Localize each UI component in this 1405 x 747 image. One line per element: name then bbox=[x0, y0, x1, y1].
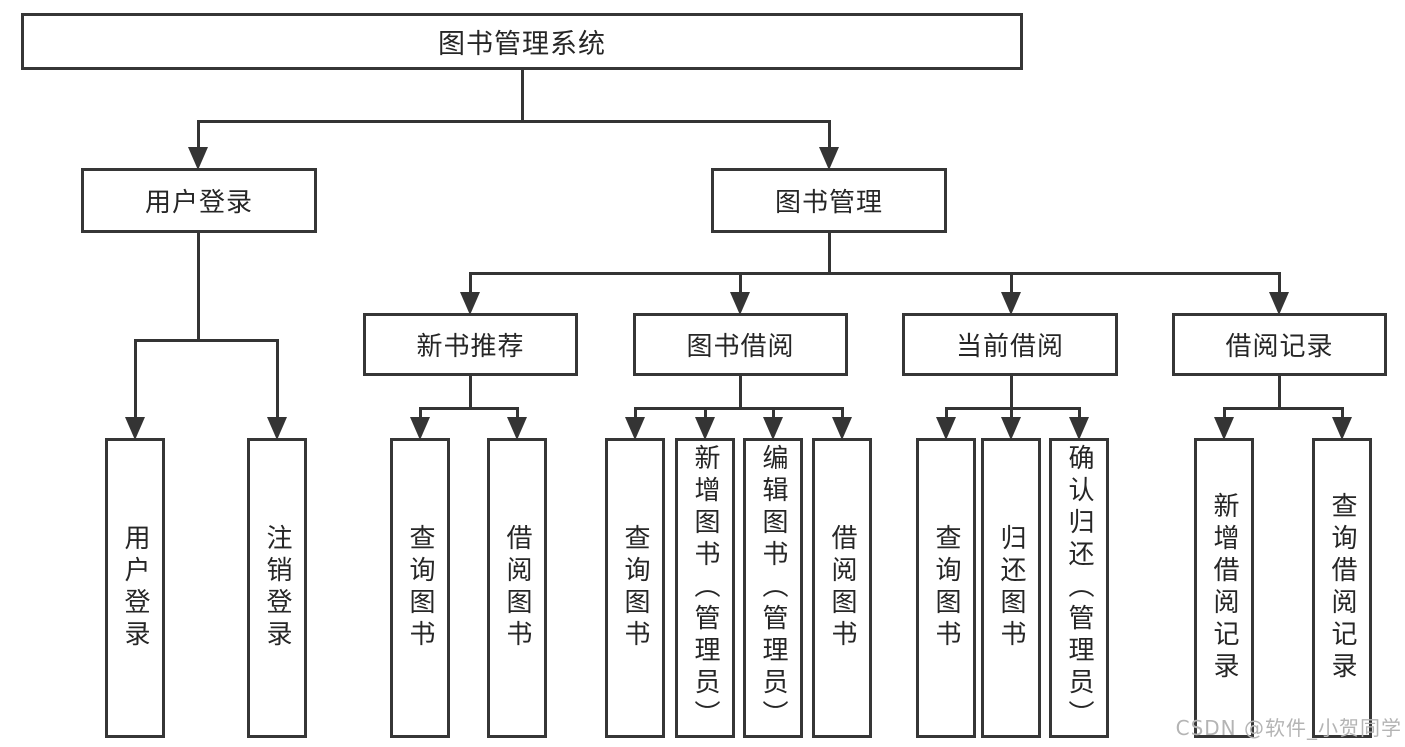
connector-line bbox=[827, 120, 831, 148]
connector-line bbox=[944, 407, 1081, 410]
arrow-down-icon bbox=[1332, 417, 1352, 440]
connector-line bbox=[944, 407, 948, 419]
watermark: CSDN @软件_小贺同学 bbox=[1175, 716, 1402, 740]
leaf-borrow-borrow-label: 借阅图书 bbox=[827, 524, 857, 652]
leaf-borrow-add-admin-label: 新增图书（管理员） bbox=[690, 444, 720, 732]
leaf-current-confirm-admin: 确认归还（管理员） bbox=[1049, 438, 1109, 738]
connector-line bbox=[418, 407, 519, 410]
leaf-borrow-query-label: 查询图书 bbox=[620, 524, 650, 652]
arrow-down-icon bbox=[730, 292, 750, 315]
connector-line bbox=[738, 376, 742, 410]
connector-line bbox=[520, 70, 524, 122]
arrow-down-icon bbox=[1269, 292, 1289, 315]
connector-line bbox=[196, 120, 200, 148]
arrow-down-icon bbox=[832, 417, 852, 440]
connector-line bbox=[468, 272, 472, 293]
node-book-management-group: 图书管理 bbox=[711, 168, 947, 233]
leaf-user-login-label: 用户登录 bbox=[120, 524, 150, 652]
connector-line bbox=[133, 339, 279, 342]
connector-line bbox=[738, 272, 742, 293]
connector-line bbox=[703, 407, 707, 419]
connector-line bbox=[633, 407, 844, 410]
connector-line bbox=[275, 339, 279, 418]
arrow-down-icon bbox=[819, 147, 839, 170]
leaf-record-query-label: 查询借阅记录 bbox=[1327, 492, 1357, 684]
node-book-borrow: 图书借阅 bbox=[633, 313, 848, 376]
connector-line bbox=[1009, 407, 1013, 419]
leaf-current-return-label: 归还图书 bbox=[996, 524, 1026, 652]
node-new-book-recommend: 新书推荐 bbox=[363, 313, 578, 376]
arrow-down-icon bbox=[507, 417, 527, 440]
arrow-down-icon bbox=[936, 417, 956, 440]
connector-line bbox=[196, 120, 831, 123]
leaf-borrow-edit-admin: 编辑图书（管理员） bbox=[743, 438, 803, 738]
connector-line bbox=[1077, 407, 1081, 419]
leaf-current-query: 查询图书 bbox=[916, 438, 976, 738]
arrow-down-icon bbox=[763, 417, 783, 440]
leaf-record-add-label: 新增借阅记录 bbox=[1209, 492, 1239, 684]
arrow-down-icon bbox=[267, 417, 287, 440]
connector-line bbox=[133, 339, 137, 418]
connector-line bbox=[1340, 407, 1344, 419]
leaf-current-query-label: 查询图书 bbox=[931, 524, 961, 652]
arrow-down-icon bbox=[125, 417, 145, 440]
leaf-borrow-add-admin: 新增图书（管理员） bbox=[675, 438, 735, 738]
leaf-newbook-query-label: 查询图书 bbox=[405, 524, 435, 652]
leaf-logout: 注销登录 bbox=[247, 438, 307, 738]
connector-line bbox=[771, 407, 775, 419]
arrow-down-icon bbox=[410, 417, 430, 440]
leaf-current-return: 归还图书 bbox=[981, 438, 1041, 738]
connector-line bbox=[1009, 376, 1013, 410]
leaf-borrow-edit-admin-label: 编辑图书（管理员） bbox=[758, 444, 788, 732]
arrow-down-icon bbox=[1214, 417, 1234, 440]
arrow-down-icon bbox=[460, 292, 480, 315]
connector-line bbox=[196, 233, 200, 342]
connector-line bbox=[840, 407, 844, 419]
arrow-down-icon bbox=[1001, 292, 1021, 315]
arrow-down-icon bbox=[188, 147, 208, 170]
leaf-current-confirm-admin-label: 确认归还（管理员） bbox=[1064, 444, 1094, 732]
node-root: 图书管理系统 bbox=[21, 13, 1023, 70]
node-user-login-group: 用户登录 bbox=[81, 168, 317, 233]
connector-line bbox=[418, 407, 422, 419]
arrow-down-icon bbox=[695, 417, 715, 440]
connector-line bbox=[827, 233, 831, 275]
leaf-logout-label: 注销登录 bbox=[262, 524, 292, 652]
connector-line bbox=[468, 272, 1281, 275]
leaf-user-login: 用户登录 bbox=[105, 438, 165, 738]
connector-line bbox=[633, 407, 637, 419]
connector-line bbox=[1222, 407, 1226, 419]
connector-line bbox=[1277, 272, 1281, 293]
arrow-down-icon bbox=[1069, 417, 1089, 440]
arrow-down-icon bbox=[625, 417, 645, 440]
connector-line bbox=[1277, 376, 1281, 410]
leaf-borrow-borrow: 借阅图书 bbox=[812, 438, 872, 738]
leaf-newbook-query: 查询图书 bbox=[390, 438, 450, 738]
connector-line bbox=[468, 376, 472, 410]
connector-line bbox=[1222, 407, 1344, 410]
connector-line bbox=[1009, 272, 1013, 293]
leaf-newbook-borrow-label: 借阅图书 bbox=[502, 524, 532, 652]
arrow-down-icon bbox=[1001, 417, 1021, 440]
connector-line bbox=[515, 407, 519, 419]
leaf-newbook-borrow: 借阅图书 bbox=[487, 438, 547, 738]
leaf-record-query: 查询借阅记录 bbox=[1312, 438, 1372, 738]
node-current-borrow: 当前借阅 bbox=[902, 313, 1118, 376]
node-borrow-record: 借阅记录 bbox=[1172, 313, 1387, 376]
leaf-record-add: 新增借阅记录 bbox=[1194, 438, 1254, 738]
leaf-borrow-query: 查询图书 bbox=[605, 438, 665, 738]
